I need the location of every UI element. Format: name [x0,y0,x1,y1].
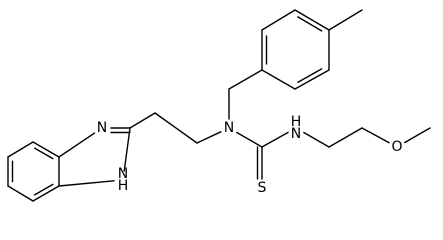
atom-label-s: S [258,180,267,196]
bond-bz_ch2-tol1 [228,69,263,90]
bond-e2-o [361,127,390,144]
atom-label-n1-line-0: N [118,166,128,182]
bond-tol6-tol1 [261,69,296,90]
atom-label-n3: N [97,120,107,136]
bond-c3a-c7a [32,185,60,202]
atom-label-n1-line-1: H [118,178,129,194]
bond-layer [7,9,431,202]
bond-ch2a-ch2b [154,112,198,144]
bond-e1-e2 [328,127,363,148]
bond-b3-b4-second-line [33,147,54,160]
bond-c3a-c7a-second-line [33,183,54,196]
bond-c2-ch2a [129,112,156,129]
atom-label-nh-line-0: H [291,114,302,130]
atom-label-o: O [391,139,402,155]
bond-nh-e1 [303,131,330,148]
bond-ch2b-n_center [196,131,222,144]
bond-c_thio-nh [261,131,289,148]
atom-label-nh-line-1: N [291,126,301,142]
bond-tol2-tol3 [261,9,296,31]
bond-b2-b3 [7,141,34,158]
bond-o-ome [404,127,431,144]
atom-label-n_center: N [224,120,234,136]
bond-tol5-tol6-second-line [297,68,323,83]
bond-tol3-tol4 [294,9,330,31]
bond-tol3-tol4-second-line [297,16,323,32]
bond-n_center-c_thio [236,131,263,148]
bond-n1-c3a [58,180,115,187]
bond-tol5-tol6 [294,69,330,90]
bond-b3-b4 [32,141,60,158]
bond-b4-n3 [58,132,96,158]
bond-c2-n1 [123,127,131,172]
bond-c7a-b1 [7,185,34,202]
bond-tol4-methyl [328,9,363,31]
